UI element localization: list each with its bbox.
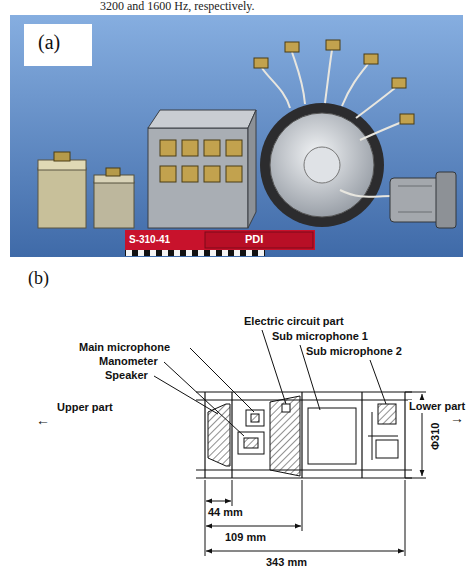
drawing-line <box>196 469 412 470</box>
panel-label: (b) <box>28 268 49 289</box>
drawing-line <box>196 399 412 400</box>
drawing-shape <box>260 103 384 227</box>
drawing-line <box>398 212 432 213</box>
drawing-line <box>206 526 301 527</box>
drawing-shape <box>356 88 395 118</box>
drawing-shape <box>204 140 220 156</box>
drawing-line <box>190 348 254 412</box>
drawing-line <box>301 392 302 478</box>
drawing-line <box>205 480 206 556</box>
drawing-shape <box>308 408 356 464</box>
drawing-shape <box>282 404 290 412</box>
dimension-label: 44 mm <box>207 506 244 519</box>
part-label: Upper part <box>56 401 114 414</box>
drawing-shape <box>376 440 398 458</box>
drawing-line <box>206 551 404 552</box>
drawing-shape <box>325 50 332 103</box>
drawing-shape <box>226 166 242 182</box>
drawing-shape <box>285 42 299 52</box>
drawing-shape <box>160 166 176 182</box>
drawing-shape <box>205 232 313 248</box>
drawing-shape <box>182 166 198 182</box>
part-label: S-310-41 <box>129 234 170 246</box>
drawing-shape <box>251 414 259 422</box>
drawing-line <box>361 392 362 478</box>
drawing-line <box>404 392 405 478</box>
part-label: Main microphone <box>78 341 171 354</box>
drawing-shape <box>436 172 456 228</box>
drawing-line <box>206 501 231 502</box>
drawing-shape <box>148 110 256 128</box>
drawing-shape <box>262 50 402 140</box>
drawing-shape <box>24 24 92 66</box>
part-label: Electric circuit part <box>243 315 345 328</box>
drawing-shape <box>270 113 374 217</box>
drawing-shape <box>182 140 198 156</box>
drawing-shape <box>106 168 120 176</box>
drawing-shape <box>238 432 264 454</box>
drawing-shape <box>340 190 392 197</box>
drawing-shape <box>392 78 406 88</box>
drawing-shape <box>378 404 396 424</box>
drawing-shape <box>226 140 242 156</box>
panel-label: (a) <box>38 31 60 54</box>
part-label: PDI <box>245 233 263 246</box>
drawing-shape <box>54 152 70 161</box>
drawing-shape <box>38 168 86 228</box>
drawing-line <box>164 362 244 436</box>
part-label: Manometer <box>98 355 159 368</box>
drawing-line <box>231 392 232 478</box>
drawing-line <box>405 480 406 556</box>
drawing-shape <box>10 15 463 257</box>
drawing-shape <box>125 230 315 250</box>
drawing-line <box>154 376 218 414</box>
drawing-shape <box>246 410 264 426</box>
drawing-line <box>398 186 432 187</box>
drawing-line <box>302 480 303 531</box>
drawing-shape <box>204 166 220 182</box>
drawing-shape <box>205 480 405 556</box>
part-label: → <box>450 410 464 426</box>
part-label: 3200 and 1600 Hz, respectively. <box>100 0 255 14</box>
drawing-shape <box>244 438 258 448</box>
dimension-label: Φ310 <box>430 421 443 450</box>
drawing-shape <box>262 68 290 108</box>
drawing-shape <box>342 64 368 106</box>
drawing-line <box>372 412 373 460</box>
drawing-shape <box>270 396 300 476</box>
part-label: Speaker <box>104 369 149 382</box>
drawing-line <box>196 477 412 478</box>
part-label: Sub microphone 2 <box>305 345 403 358</box>
drawing-shape <box>360 122 402 140</box>
drawing-shape <box>326 40 340 50</box>
drawing-line <box>405 392 426 393</box>
drawing-shape <box>125 250 265 256</box>
dimension-label: 109 mm <box>224 531 267 544</box>
drawing-shape <box>248 110 256 228</box>
drawing-shape <box>160 140 242 182</box>
part-label: Sub microphone 1 <box>271 330 369 343</box>
drawing-shape <box>254 58 268 68</box>
drawing-shape <box>254 40 414 124</box>
drawing-line <box>405 478 426 479</box>
drawing-shape <box>196 392 412 478</box>
drawing-line <box>196 391 412 392</box>
drawing-shape <box>364 54 378 64</box>
drawing-shape <box>160 140 176 156</box>
drawing-line <box>204 392 205 478</box>
drawing-line <box>370 360 386 404</box>
drawing-line <box>232 480 233 506</box>
drawing-shape <box>400 114 414 124</box>
drawing-shape <box>304 147 340 183</box>
dimension-label: 343 mm <box>265 556 308 569</box>
drawing-shape <box>94 182 134 228</box>
drawing-shape <box>292 52 305 104</box>
part-label: ← <box>36 412 50 428</box>
drawing-shape <box>148 128 248 228</box>
